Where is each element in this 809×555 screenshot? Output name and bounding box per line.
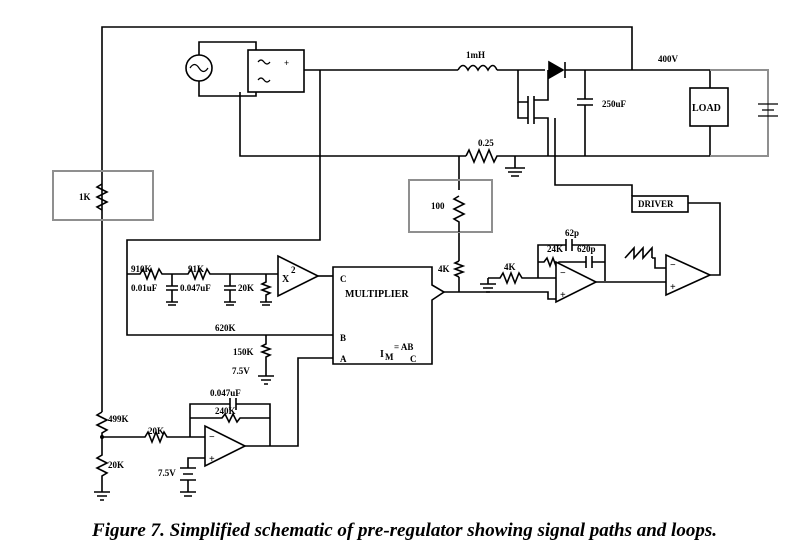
multiplier-eq-lhs: I	[380, 349, 384, 360]
camp-plus: +	[560, 290, 566, 301]
output-voltage-label: 400V	[658, 54, 679, 64]
pwm-minus: −	[670, 260, 676, 271]
voltage-amp-input: 20K	[102, 426, 205, 445]
c-0047-label: 0.047uF	[180, 283, 211, 293]
b-input-network: 620K 150K 7.5V	[215, 323, 274, 385]
multiplier-block: C MULTIPLIER B A I M = AB C	[332, 266, 446, 365]
c-0047-fb-label: 0.047uF	[210, 388, 241, 398]
r-910k-label: 910K	[131, 264, 152, 274]
pwm-comparator: − +	[665, 202, 721, 297]
r-24k-label: 24K	[547, 244, 563, 254]
r-100-box: 100	[408, 179, 493, 233]
ramp-generator	[624, 245, 666, 269]
squarer-label: X	[282, 274, 290, 285]
r-4k-left-label: 4K	[438, 264, 450, 274]
vamp-minus: −	[209, 432, 215, 443]
r-4k-left: 4K	[438, 260, 466, 278]
r-20k-filter-label: 20K	[238, 283, 254, 293]
c-62p-label: 62p	[565, 228, 579, 238]
voltage-divider: 499K 20K	[94, 411, 129, 501]
multiplier-eq-rhs: = AB	[394, 342, 413, 352]
multiplier-c-label: C	[340, 274, 347, 284]
load-block: LOAD	[689, 70, 729, 156]
ac-source-wiring	[198, 41, 238, 97]
r-91k-label: 91K	[188, 264, 204, 274]
v-7v5-bot-label: 7.5V	[158, 468, 176, 478]
multiplier-label: MULTIPLIER	[345, 289, 409, 300]
r-4k-amp-label: 4K	[504, 262, 516, 272]
r-1k-box: 1K	[52, 170, 154, 221]
switch-mosfet	[517, 70, 633, 196]
r-20k-in-label: 20K	[148, 426, 164, 436]
svg-text:+: +	[284, 58, 289, 68]
boost-diode	[548, 60, 710, 80]
r-499k-label: 499K	[108, 414, 129, 424]
current-error-amp: − +	[555, 260, 666, 304]
r-240k-label: 240K	[215, 406, 236, 416]
bridge-return	[239, 92, 466, 157]
ac-source	[185, 54, 213, 82]
load-label: LOAD	[692, 103, 721, 114]
camp-minus: −	[560, 268, 566, 279]
voltage-error-amp: − + 7.5V	[158, 357, 333, 497]
sense-to-amp-wire	[444, 156, 556, 300]
vamp-plus: +	[209, 454, 215, 465]
r-20k-bot-label: 20K	[108, 460, 124, 470]
boost-inductor: 1mH	[457, 50, 498, 72]
r-1k-label: 1K	[79, 192, 91, 202]
c-001-label: 0.01uF	[131, 283, 158, 293]
driver-label: DRIVER	[638, 199, 674, 209]
battery-symbol	[710, 69, 778, 157]
current-amp-feedback: 62p 24K 620p	[537, 228, 606, 281]
output-cap-label: 250uF	[602, 99, 627, 109]
driver-block: DRIVER	[631, 195, 689, 213]
multiplier-eq-den: C	[410, 354, 417, 364]
output-capacitor: 250uF	[577, 70, 627, 156]
c-620p-label: 620p	[577, 244, 596, 254]
pwm-plus: +	[670, 282, 676, 293]
multiplier-a-label: A	[340, 354, 347, 364]
r-100-label: 100	[431, 201, 445, 211]
v-7v5-top-label: 7.5V	[232, 366, 250, 376]
squarer-block: X 2	[277, 254, 333, 298]
inductor-label: 1mH	[466, 50, 485, 60]
multiplier-eq-sub: M	[385, 352, 394, 362]
multiplier-b-label: B	[340, 333, 346, 343]
squarer-exp: 2	[291, 265, 296, 275]
line-filter: 910K 91K 0.01uF 0.047uF 20K	[127, 264, 278, 306]
voltage-amp-feedback: 0.047uF 240K	[189, 388, 271, 446]
r-4k-amp-input: 4K	[480, 262, 556, 293]
current-sense-resistor: 0.25	[465, 138, 525, 177]
bridge-rectifier: +	[238, 41, 305, 97]
figure-caption: Figure 7. Simplified schematic of pre-re…	[92, 520, 717, 541]
r-620k-label: 620K	[215, 323, 236, 333]
sense-resistor-label: 0.25	[478, 138, 494, 148]
r-150k-label: 150K	[233, 347, 254, 357]
